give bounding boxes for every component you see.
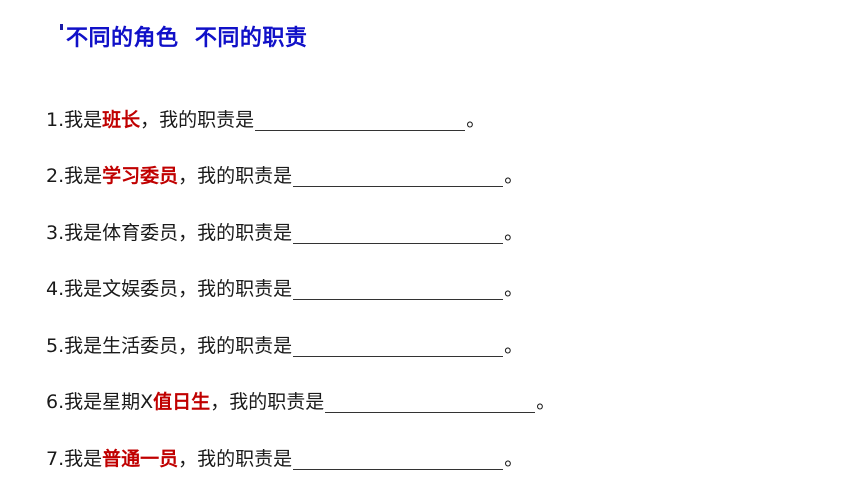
list-item: 3.我是体育委员，我的职责是 。 <box>46 205 826 262</box>
list-item: 1.我是班长，我的职责是 。 <box>46 92 826 149</box>
page-title: 不同的角色 不同的职责 <box>66 26 308 51</box>
fill-in-blank[interactable] <box>293 168 504 188</box>
item-prefix: 我是体育委员 <box>64 221 179 244</box>
item-end: 。 <box>504 334 524 357</box>
item-prefix: 我是文娱委员 <box>64 278 179 301</box>
item-tail: ，我的职责是 <box>178 278 293 301</box>
duty-list: 1.我是班长，我的职责是。 2.我是学习委员，我的职责是。 3.我是体育委员，我… <box>46 92 826 488</box>
item-role-highlight: 班长 <box>102 108 141 131</box>
item-number: 5. <box>46 334 65 357</box>
item-prefix: 我是 <box>64 447 103 470</box>
title-accent-mark <box>60 24 63 30</box>
item-role-highlight: 值日生 <box>153 391 211 414</box>
fill-in-blank[interactable] <box>325 394 536 414</box>
list-item: 5.我是生活委员，我的职责是 。 <box>46 318 826 375</box>
item-tail: ，我的职责是 <box>140 108 255 131</box>
item-role-highlight: 学习委员 <box>102 165 179 188</box>
item-number: 1. <box>46 108 65 131</box>
item-number: 4. <box>46 278 65 301</box>
list-item: 7.我是普通一员，我的职责是 。 <box>46 431 826 488</box>
item-number: 7. <box>46 447 65 470</box>
fill-in-blank[interactable] <box>293 281 504 301</box>
item-number: 3. <box>46 221 65 244</box>
item-tail: ，我的职责是 <box>178 334 293 357</box>
item-tail: ，我的职责是 <box>178 447 293 470</box>
list-item: 4.我是文娱委员，我的职责是 。 <box>46 262 826 319</box>
item-prefix: 我是 <box>64 108 103 131</box>
item-prefix: 我是生活委员 <box>64 334 179 357</box>
item-end: 。 <box>466 108 486 131</box>
item-prefix: 我是 <box>64 165 103 188</box>
item-tail: ，我的职责是 <box>210 391 325 414</box>
item-prefix: 我是星期X <box>64 391 154 414</box>
item-tail: ，我的职责是 <box>178 221 293 244</box>
item-tail: ，我的职责是 <box>178 165 293 188</box>
list-item: 2.我是学习委员，我的职责是 。 <box>46 149 826 206</box>
item-role-highlight: 普通一员 <box>102 447 179 470</box>
fill-in-blank[interactable] <box>293 338 504 357</box>
item-end: 。 <box>504 165 524 188</box>
fill-in-blank[interactable] <box>255 112 466 131</box>
item-end: 。 <box>504 221 524 244</box>
item-end: 。 <box>504 278 524 301</box>
item-number: 2. <box>46 165 65 188</box>
item-number: 6. <box>46 391 65 414</box>
fill-in-blank[interactable] <box>293 451 504 470</box>
item-end: 。 <box>536 391 556 414</box>
fill-in-blank[interactable] <box>293 225 504 244</box>
item-end: 。 <box>504 447 524 470</box>
